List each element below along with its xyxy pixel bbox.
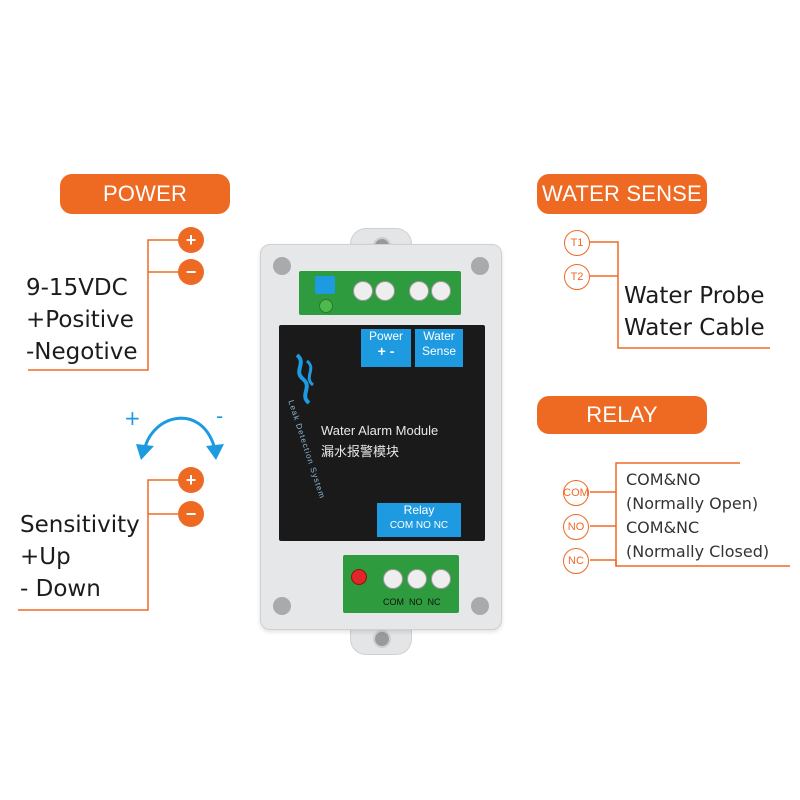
nc-terminal-icon: NC bbox=[563, 548, 589, 574]
no-terminal-icon: NO bbox=[563, 514, 589, 540]
mount-hole-bottom bbox=[373, 630, 391, 648]
power-line-voltage: 9-15VDC bbox=[26, 275, 128, 301]
bottom-terminal-labels: COM NO NC bbox=[383, 597, 441, 607]
bottom-terminal-block: COM NO NC bbox=[343, 555, 459, 613]
relay-title: RELAY bbox=[537, 396, 707, 434]
terminal-screw-icon bbox=[383, 569, 403, 589]
relay-com-nc-label: COM&NC bbox=[626, 518, 700, 537]
relay-description: COM&NO (Normally Open) COM&NC (Normally … bbox=[626, 468, 769, 564]
water-probe-label: Water Probe bbox=[624, 283, 765, 309]
power-plus-icon: + bbox=[178, 227, 204, 253]
screw-icon bbox=[273, 597, 291, 615]
sensitivity-down-label: - Down bbox=[20, 576, 101, 602]
power-minus-icon: − bbox=[178, 259, 204, 285]
t2-terminal-icon: T2 bbox=[564, 264, 590, 290]
t1-terminal-icon: T1 bbox=[564, 230, 590, 256]
sensitivity-up-label: +Up bbox=[20, 544, 71, 570]
label-panel: Power + - Water Sense Leak Detection Sys… bbox=[279, 325, 485, 541]
power-description: 9-15VDC +Positive -Negotive bbox=[26, 272, 138, 368]
water-cable-label: Water Cable bbox=[624, 315, 765, 341]
relay-normally-open-label: (Normally Open) bbox=[626, 494, 759, 513]
power-button-icon bbox=[315, 276, 335, 294]
relay-led-icon bbox=[351, 569, 367, 585]
terminal-screw-icon bbox=[409, 281, 429, 301]
power-terminal-label-text: Power bbox=[368, 329, 403, 343]
water-wave-logo-icon bbox=[295, 353, 315, 405]
terminal-screw-icon bbox=[375, 281, 395, 301]
module-name-chinese: 漏水报警模块 bbox=[321, 445, 400, 460]
terminal-screw-icon bbox=[431, 569, 451, 589]
relay-terminal-sub-text: COM NO NC bbox=[389, 520, 449, 531]
sensitivity-plus-icon: + bbox=[178, 467, 204, 493]
power-line-positive: +Positive bbox=[26, 307, 134, 333]
terminal-screw-icon bbox=[353, 281, 373, 301]
water-sense-terminal-label: Water Sense bbox=[415, 329, 463, 367]
power-terminal-polarity: + - bbox=[377, 343, 395, 359]
screw-icon bbox=[273, 257, 291, 275]
power-line-negative: -Negotive bbox=[26, 339, 138, 365]
power-terminal-label: Power + - bbox=[361, 329, 411, 367]
power-led-icon bbox=[319, 299, 333, 313]
water-sense-description: Water Probe Water Cable bbox=[624, 280, 765, 344]
relay-normally-closed-label: (Normally Closed) bbox=[626, 542, 770, 561]
water-terminal-label-text: Water bbox=[423, 329, 455, 343]
water-sense-title: WATER SENSE bbox=[537, 174, 707, 214]
relay-terminal-label: Relay COM NO NC bbox=[377, 503, 461, 537]
device: Power + - Water Sense Leak Detection Sys… bbox=[260, 228, 502, 655]
module-name: Water Alarm Module bbox=[321, 423, 439, 438]
top-terminal-block bbox=[299, 271, 461, 315]
terminal-screw-icon bbox=[431, 281, 451, 301]
knob-minus-sign: - bbox=[216, 404, 224, 428]
water-terminal-sub-text: Sense bbox=[421, 344, 457, 358]
terminal-screw-icon bbox=[407, 569, 427, 589]
com-terminal-icon: COM bbox=[563, 480, 589, 506]
sensitivity-description: Sensitivity +Up - Down bbox=[20, 509, 140, 605]
screw-icon bbox=[471, 597, 489, 615]
device-body: Power + - Water Sense Leak Detection Sys… bbox=[260, 244, 502, 630]
relay-com-no-label: COM&NO bbox=[626, 470, 701, 489]
relay-terminal-label-text: Relay bbox=[403, 503, 435, 517]
screw-icon bbox=[471, 257, 489, 275]
sensitivity-minus-icon: − bbox=[178, 501, 204, 527]
knob-plus-sign: + bbox=[124, 406, 141, 430]
sensitivity-label: Sensitivity bbox=[20, 512, 140, 538]
power-title: POWER bbox=[60, 174, 230, 214]
